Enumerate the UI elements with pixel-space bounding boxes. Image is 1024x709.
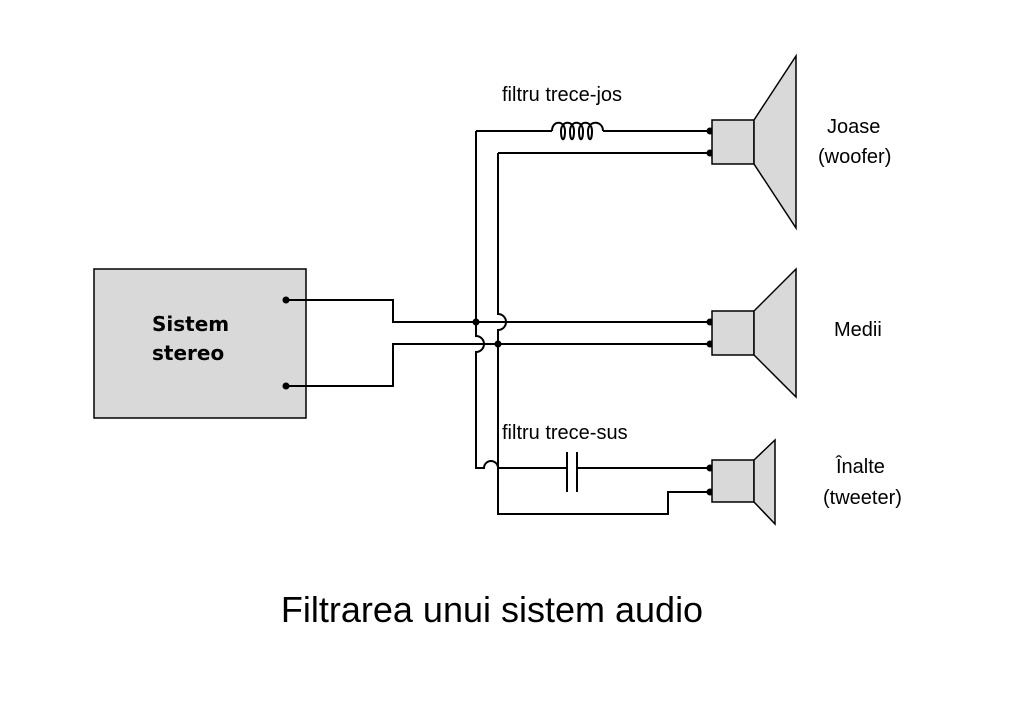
wiring [286, 130, 708, 515]
stereo-label-line2: stereo [152, 341, 224, 365]
woofer-label-line2: (woofer) [818, 146, 891, 168]
inductor-coil [551, 121, 604, 141]
high-pass-filter-label: filtru trece-sus [502, 422, 628, 444]
tweeter-speaker [711, 438, 776, 526]
output-wire-bottom [286, 343, 708, 387]
bus-left [475, 131, 708, 469]
caption: Filtrarea unui sistem audio [281, 589, 703, 630]
output-wire-top [286, 299, 708, 323]
stereo-system-box [93, 268, 307, 419]
woofer-label-line1: Joase [827, 116, 880, 138]
stereo-label-line1: Sistem [152, 312, 229, 336]
woofer-speaker [711, 53, 797, 231]
midrange-speaker [711, 267, 797, 399]
junction-dots [282, 127, 714, 496]
tweeter-label-line1: Înalte [835, 455, 885, 478]
capacitor-gap [530, 462, 610, 474]
bus-right [497, 153, 708, 515]
capacitor-plates [566, 452, 578, 492]
midrange-label: Medii [834, 319, 882, 341]
low-pass-filter-label: filtru trece-jos [502, 84, 622, 106]
tweeter-label-line2: (tweeter) [823, 487, 902, 509]
